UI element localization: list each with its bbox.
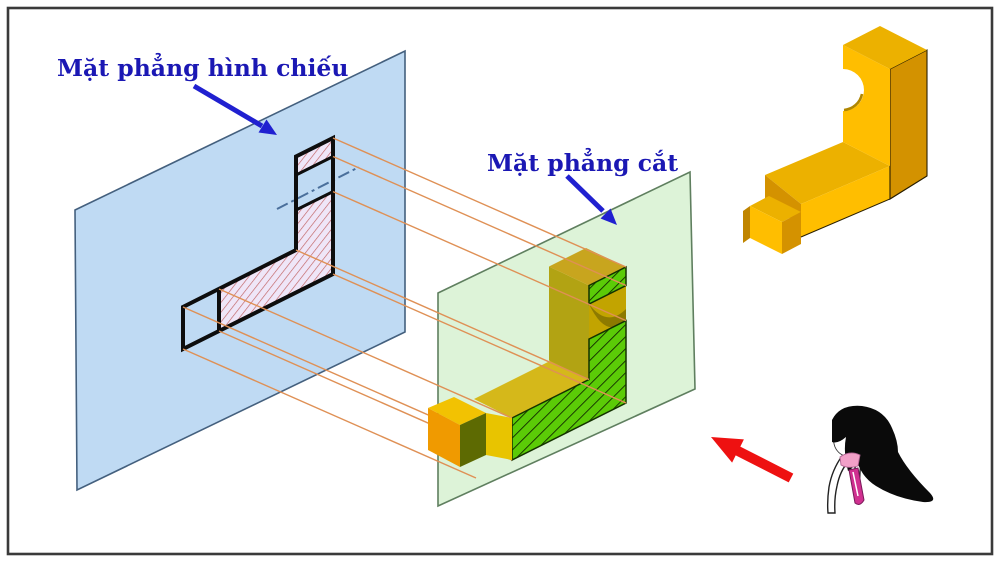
full-object-block-top-face: [750, 196, 801, 222]
full-object-column-front-face: [843, 45, 890, 166]
full-object-base-top-face: [765, 142, 890, 204]
full-object-base-front-face: [801, 166, 890, 237]
full-object-bottom-edge: [800, 175, 928, 238]
label-cutting-plane: Mặt phẳng cắt: [487, 146, 678, 225]
view-direction-arrow-icon: [711, 437, 794, 483]
front-block-top-face: [428, 397, 486, 425]
projection-plane-arrow: [192, 83, 264, 129]
full-object: [743, 26, 928, 254]
hole-top-edge: [295, 155, 334, 177]
projection-ray: [218, 288, 513, 419]
hole-centerline: [276, 166, 360, 210]
observer-figure: [826, 405, 934, 514]
observer-scarf-highlight: [852, 471, 859, 497]
full-object-block-right-face: [782, 212, 801, 254]
front-block-sliver: [486, 413, 512, 460]
front-block-front-face: [460, 413, 486, 467]
observer-hair: [832, 405, 934, 503]
cut-object-front-block: [428, 397, 512, 467]
full-object-right-face: [889, 49, 928, 200]
cut-object: [474, 248, 627, 462]
half-hole-shadow: [589, 304, 626, 328]
projection-ray: [332, 190, 627, 322]
full-object-block-left-face: [743, 206, 750, 243]
cutting-plane-arrow: [565, 174, 605, 213]
projection-ray: [332, 273, 627, 404]
frame-border: [6, 6, 994, 556]
projection-ray: [332, 137, 627, 268]
cut-object-column-left-face: [549, 266, 589, 380]
notch-inner-surface: [843, 93, 864, 112]
projection-ray: [182, 306, 477, 437]
label-projection-plane: Mặt phẳng hình chiếu: [57, 51, 348, 135]
projection-ray: [182, 348, 477, 479]
cutting-plane-label: Mặt phẳng cắt: [487, 146, 678, 177]
cut-object-base-top-face: [474, 360, 589, 418]
cutting-plane-arrowhead-icon: [600, 208, 617, 225]
section-hatch-top-band: [296, 138, 333, 175]
projection-plane-arrowhead-icon: [258, 119, 277, 135]
full-object-column-top-face: [843, 26, 927, 69]
front-block-left-face: [428, 408, 460, 467]
projection-ray: [295, 249, 590, 381]
projection-ray: [332, 155, 627, 287]
hole-bottom-edge: [295, 190, 334, 212]
full-object-block-front-face: [750, 206, 782, 254]
observer-collar: [839, 452, 861, 468]
projection-plane-label: Mặt phẳng hình chiếu: [57, 51, 348, 82]
